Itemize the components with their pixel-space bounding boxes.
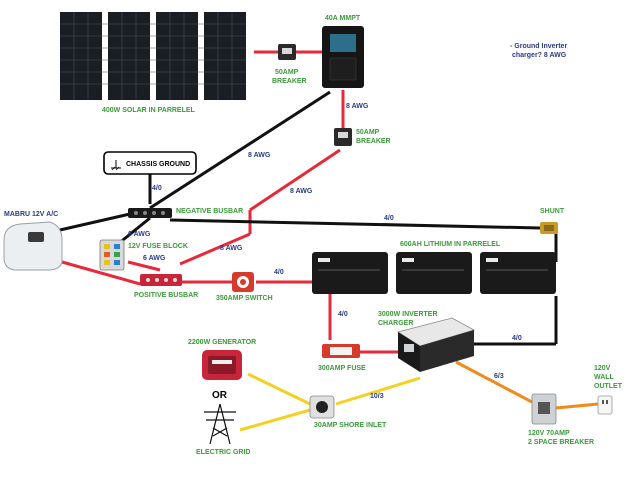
label-or: OR [212, 390, 228, 401]
label-mppt: 40A MMPT [325, 15, 361, 22]
fuse-block [99, 239, 125, 271]
label-generator: 2200W GENERATOR [188, 339, 256, 346]
label-fuse300: 300AMP FUSE [318, 365, 366, 372]
wire-mppt-to-neg [149, 90, 331, 210]
electric-grid-tower [204, 403, 236, 445]
negative-busbar [128, 208, 172, 218]
label-breaker-mid-1: 50AMP [356, 129, 380, 136]
label-breaker-mid-2: BREAKER [356, 138, 391, 145]
wire-ac-to-neg [59, 212, 131, 232]
ac-unit [3, 221, 63, 271]
inverter-charger [397, 317, 476, 372]
wire-grid-to-shore [239, 408, 311, 432]
generator [202, 350, 242, 380]
positive-busbar [140, 274, 182, 286]
label-outlet-2: WALL [594, 374, 615, 381]
label-chassis: CHASSIS GROUND [126, 161, 190, 168]
label-note-2: charger? 8 AWG [512, 52, 567, 59]
label-pos-busbar: POSITIVE BUSBAR [134, 292, 198, 299]
wire-ac-to-pos-busbar [61, 260, 141, 286]
label-awg8-d: 8 AWG [220, 245, 243, 252]
label-g40-e: 4/0 [512, 335, 522, 342]
label-switch: 350AMP SWITCH [216, 295, 273, 302]
label-breaker-top-1: 50AMP [275, 69, 299, 76]
wire-positive-to-busbar [179, 232, 251, 266]
mppt-controller [322, 26, 364, 88]
label-awg6-b: 6 AWG [143, 255, 166, 262]
label-outlet-1: 120V [594, 365, 611, 372]
label-g40-d: 4/0 [338, 311, 348, 318]
label-outlet-3: OUTLET [594, 383, 623, 390]
label-fuse-block: 12V FUSE BLOCK [128, 243, 188, 250]
solar-panels [60, 12, 246, 100]
wire-shore-to-inverter [335, 376, 421, 406]
label-breaker-ac-2: 2 SPACE BREAKER [528, 439, 594, 446]
battery-switch [232, 272, 254, 292]
label-awg8-c: 8 AWG [290, 188, 313, 195]
wire-inverter-to-breaker [455, 360, 533, 404]
label-solar: 400W SOLAR IN PARRELEL [102, 107, 196, 114]
wire-breaker-to-positive [249, 148, 341, 212]
label-grid: ELECTRIC GRID [196, 449, 250, 456]
wall-outlet [597, 395, 613, 415]
breaker-50a-mid [334, 128, 352, 146]
label-inverter-2: CHARGER [378, 320, 413, 327]
label-awg8-b: 8 AWG [248, 152, 271, 159]
wire-gen-to-shore [247, 372, 311, 406]
label-g40-a: 4/0 [152, 185, 162, 192]
label-awg8-a: 8 AWG [346, 103, 369, 110]
label-ac: MABRU 12V A/C [4, 211, 58, 218]
breaker-50a-top [278, 44, 296, 60]
label-note-1: - Ground Inverter [510, 43, 567, 50]
ac-breaker-panel [531, 393, 557, 425]
chassis-ground-box [103, 151, 197, 175]
wire-neg-to-shunt [169, 218, 541, 230]
label-neg-busbar: NEGATIVE BUSBAR [176, 208, 243, 215]
label-awg6-a: 6 AWG [128, 231, 151, 238]
label-breaker-ac-1: 120V 70AMP [528, 430, 570, 437]
label-lithium: 600AH LITHIUM IN PARRELEL [400, 241, 501, 248]
label-g103: 10/3 [370, 393, 384, 400]
lithium-batteries [312, 252, 556, 294]
label-g40-b: 4/0 [274, 269, 284, 276]
label-g63: 6/3 [494, 373, 504, 380]
label-shunt: SHUNT [540, 208, 565, 215]
label-inverter-1: 3000W INVERTER [378, 311, 438, 318]
fuse-300a [322, 344, 360, 358]
wire-breaker-to-outlet [555, 402, 599, 410]
wire-fuseblock-to-busbar [127, 260, 161, 272]
shore-inlet [309, 395, 335, 419]
shunt [540, 222, 558, 234]
label-shore: 30AMP SHORE INLET [314, 422, 387, 429]
wire-neg-to-fuseblock [117, 216, 151, 246]
label-g40-c: 4/0 [384, 215, 394, 222]
label-breaker-top-2: BREAKER [272, 78, 307, 85]
